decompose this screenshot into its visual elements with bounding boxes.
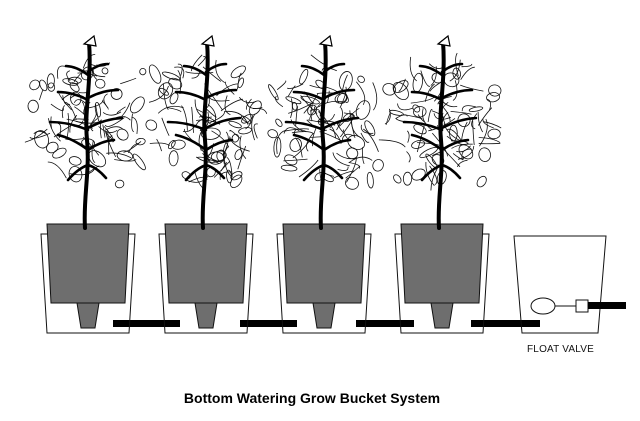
float-valve-reservoir xyxy=(513,235,626,334)
inner-pot xyxy=(282,223,366,304)
grow-bucket-unit xyxy=(24,34,147,334)
inner-pot xyxy=(164,223,248,304)
wicking-cup xyxy=(312,302,336,329)
pipe-segment xyxy=(471,320,540,327)
grow-bucket-unit xyxy=(378,34,502,334)
pipe-segment xyxy=(356,320,414,327)
grow-bucket-units xyxy=(24,34,502,334)
plant-foliage xyxy=(24,54,147,189)
plant-stem xyxy=(166,34,242,230)
valve-body xyxy=(575,299,589,313)
wicking-cup xyxy=(76,302,100,329)
inner-pot xyxy=(400,223,484,304)
plant-stem xyxy=(402,34,478,230)
connecting-pipes xyxy=(113,320,540,327)
wicking-cup xyxy=(430,302,454,329)
wicking-cup xyxy=(194,302,218,329)
plant-stem xyxy=(48,34,124,230)
pipe-segment xyxy=(113,320,180,327)
grow-bucket-unit xyxy=(145,34,268,334)
pipe-segment xyxy=(240,320,297,327)
supply-pipe xyxy=(588,302,626,309)
grow-bucket-unit xyxy=(267,34,384,334)
float-ball xyxy=(530,297,556,315)
reservoir-bucket xyxy=(513,235,607,334)
plant-foliage xyxy=(378,52,502,191)
inner-pot xyxy=(46,223,130,304)
diagram-title: Bottom Watering Grow Bucket System xyxy=(183,390,441,406)
plant-stem xyxy=(284,34,360,230)
float-valve-label: FLOAT VALVE xyxy=(527,344,595,355)
